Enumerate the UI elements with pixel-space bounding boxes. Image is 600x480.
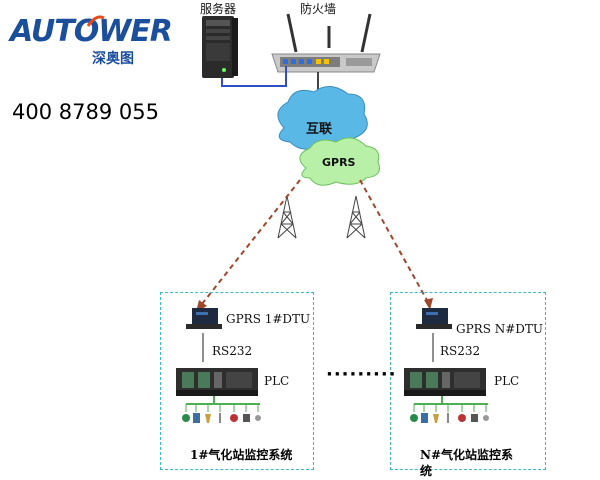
gprs-link-left: [201, 179, 301, 305]
arrow-head-right-icon: [424, 298, 433, 310]
server-firewall-cable: [221, 66, 287, 87]
field-bus-n: [413, 396, 488, 412]
dtu-label-n: GPRS N#DTU: [456, 322, 544, 336]
station-title-1: 1#气化站监控系统: [190, 448, 293, 462]
antenna-tower-right-icon: [346, 195, 366, 239]
firewall-label: 防火墙: [300, 2, 337, 16]
field-instruments-1-icon: [182, 413, 261, 423]
firewall-icon: [271, 13, 381, 73]
gprs-label: GPRS: [322, 156, 356, 169]
server-label: 服务器: [200, 2, 237, 16]
plc-device-n-icon: [404, 368, 486, 396]
server-icon: [202, 16, 238, 78]
wireless-links: [201, 179, 429, 305]
station-title-n-line1: N#气化站监控系: [420, 448, 514, 462]
plc-device-1-icon: [176, 368, 258, 396]
field-instruments-n-icon: [410, 413, 489, 423]
rs232-label-1: RS232: [212, 344, 253, 358]
gprs-link-right: [359, 179, 429, 303]
station-box-n: [390, 292, 546, 470]
dtu-device-n-icon: [416, 308, 452, 329]
brand-subtitle: 深奥图: [92, 51, 134, 67]
station-title-n-line2: 统: [420, 464, 433, 478]
plc-label-n: PLC: [494, 374, 520, 388]
station-box-1: [160, 292, 314, 470]
plc-label-1: PLC: [264, 374, 290, 388]
gprs-cloud-icon: [299, 137, 380, 186]
dtu-device-1-icon: [186, 308, 222, 329]
antenna-tower-left-icon: [277, 195, 297, 239]
internet-label: 互联: [306, 122, 333, 137]
logo-swoosh-icon: [86, 15, 105, 27]
rs232-label-n: RS232: [440, 344, 481, 358]
field-bus-1: [185, 396, 260, 412]
phone-number: 400 8789 055: [12, 100, 159, 124]
internet-cloud-icon: [277, 86, 368, 150]
more-stations-ellipsis: ·········: [326, 364, 397, 385]
dtu-label-1: GPRS 1#DTU: [226, 312, 311, 326]
